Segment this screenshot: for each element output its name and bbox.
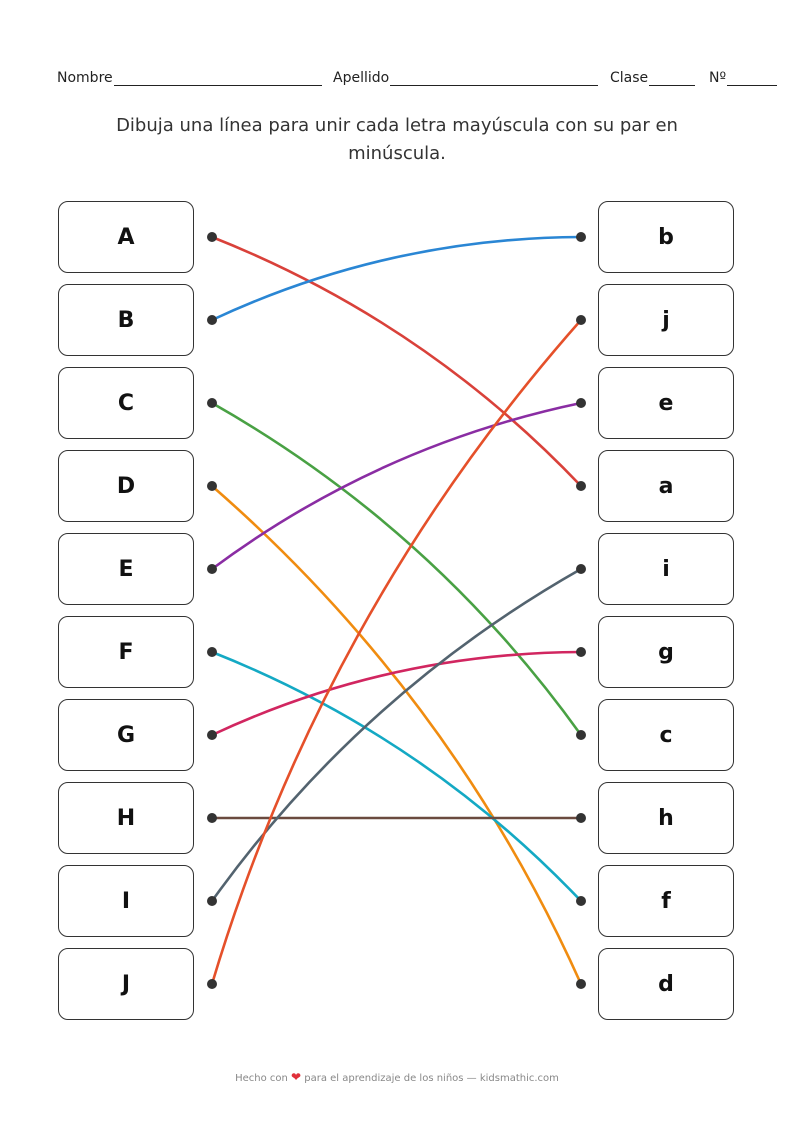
lowercase-box-d: d (598, 948, 734, 1020)
left-dot-J[interactable] (207, 979, 217, 989)
uppercase-box-J: J (58, 948, 194, 1020)
uppercase-box-G: G (58, 699, 194, 771)
footer-suffix: para el aprendizaje de los niños — kidsm… (304, 1073, 559, 1084)
connection-line-C-c (210, 401, 583, 737)
lowercase-box-h: h (598, 782, 734, 854)
connection-line-A-a (210, 235, 583, 488)
left-dot-F[interactable] (207, 647, 217, 657)
instruction-text: Dibuja una línea para unir cada letra ma… (116, 115, 678, 164)
clase-field[interactable]: Clase (610, 68, 696, 86)
lowercase-box-a: a (598, 450, 734, 522)
uppercase-box-H: H (58, 782, 194, 854)
uppercase-box-D: D (58, 450, 194, 522)
numero-line[interactable] (727, 73, 778, 86)
uppercase-box-F: F (58, 616, 194, 688)
left-dot-E[interactable] (207, 564, 217, 574)
uppercase-box-B: B (58, 284, 194, 356)
left-dot-B[interactable] (207, 315, 217, 325)
nombre-label: Nombre (57, 70, 113, 86)
heart-icon: ❤ (291, 1070, 302, 1084)
clase-line[interactable] (649, 73, 696, 86)
uppercase-box-C: C (58, 367, 194, 439)
left-dot-C[interactable] (207, 398, 217, 408)
footer-prefix: Hecho con (235, 1073, 288, 1084)
numero-field[interactable]: Nº (709, 68, 778, 86)
uppercase-box-E: E (58, 533, 194, 605)
lowercase-box-i: i (598, 533, 734, 605)
right-dot-c[interactable] (576, 730, 586, 740)
lowercase-box-j: j (598, 284, 734, 356)
numero-label: Nº (709, 70, 727, 86)
right-dot-f[interactable] (576, 896, 586, 906)
connection-line-E-e (210, 401, 583, 571)
left-dot-I[interactable] (207, 896, 217, 906)
right-dot-i[interactable] (576, 564, 586, 574)
right-dot-g[interactable] (576, 647, 586, 657)
connection-line-G-g (210, 650, 583, 737)
lowercase-box-f: f (598, 865, 734, 937)
lowercase-box-c: c (598, 699, 734, 771)
student-info-header: Nombre Apellido Clase Nº (57, 68, 778, 88)
apellido-field[interactable]: Apellido (333, 68, 599, 86)
lowercase-box-e: e (598, 367, 734, 439)
uppercase-box-A: A (58, 201, 194, 273)
right-dot-d[interactable] (576, 979, 586, 989)
connection-line-B-b (210, 235, 583, 322)
lowercase-box-b: b (598, 201, 734, 273)
left-dot-G[interactable] (207, 730, 217, 740)
right-dot-h[interactable] (576, 813, 586, 823)
right-dot-a[interactable] (576, 481, 586, 491)
left-dot-A[interactable] (207, 232, 217, 242)
right-dot-e[interactable] (576, 398, 586, 408)
apellido-line[interactable] (390, 73, 599, 86)
apellido-label: Apellido (333, 70, 390, 86)
uppercase-box-I: I (58, 865, 194, 937)
connection-line-J-j (210, 318, 583, 986)
left-dot-D[interactable] (207, 481, 217, 491)
nombre-field[interactable]: Nombre (57, 68, 322, 86)
lowercase-box-g: g (598, 616, 734, 688)
nombre-line[interactable] (113, 73, 322, 86)
connection-line-D-d (210, 484, 583, 986)
footer: Hecho con ❤ para el aprendizaje de los n… (0, 1070, 794, 1084)
right-dot-j[interactable] (576, 315, 586, 325)
connection-line-I-i (210, 567, 583, 903)
left-dot-H[interactable] (207, 813, 217, 823)
connection-line-F-f (210, 650, 583, 903)
clase-label: Clase (610, 70, 649, 86)
right-dot-b[interactable] (576, 232, 586, 242)
